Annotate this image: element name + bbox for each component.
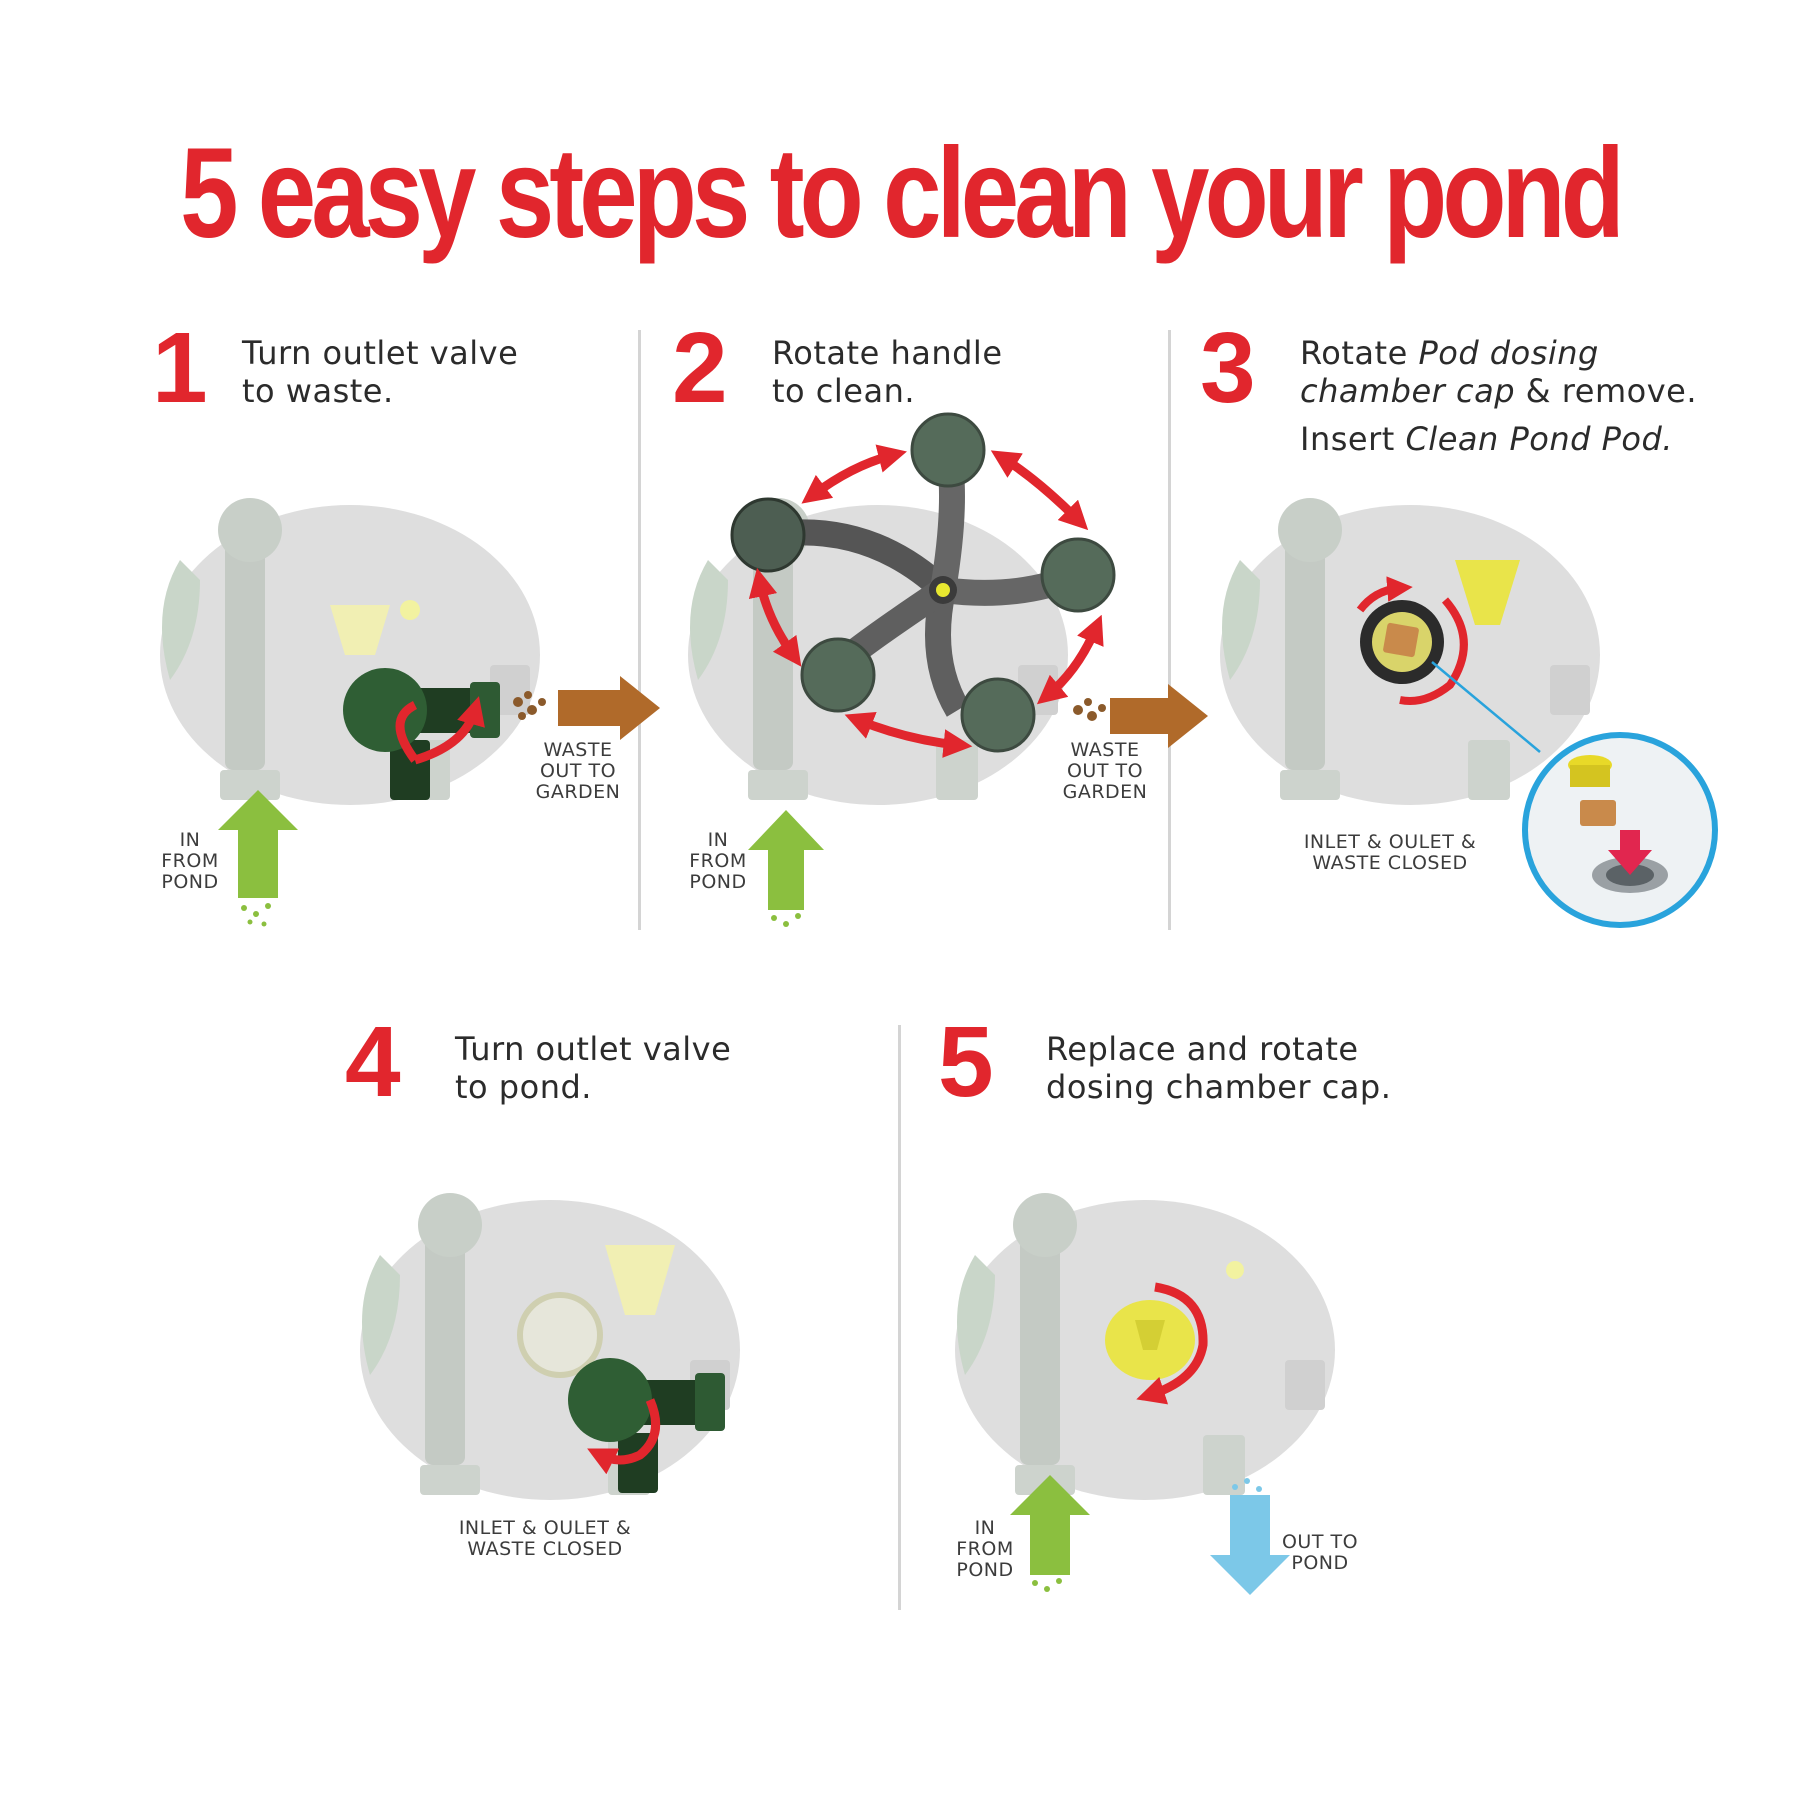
step-2-line-1: Rotate handle <box>772 334 1003 372</box>
step-1-number: 1 <box>152 312 208 424</box>
text-italic: Clean Pond Pod. <box>1405 420 1673 458</box>
divider-2-3 <box>1168 330 1171 930</box>
page-title: 5 easy steps to clean your pond <box>180 122 1625 265</box>
step-2-number: 2 <box>672 312 728 424</box>
inlet-arrow-icon <box>218 790 298 898</box>
inlet-water-drops-icon <box>771 913 801 927</box>
step-1-line-1: Turn outlet valve <box>242 334 519 372</box>
label-line: IN <box>707 829 729 851</box>
label-line: WASTE CLOSED <box>1312 852 1468 874</box>
step-5-line-2: dosing chamber cap. <box>1046 1068 1392 1106</box>
label-line: IN <box>179 829 201 851</box>
rotate-cap-arrow-icon <box>1399 597 1468 705</box>
label-line: POND <box>956 1559 1014 1581</box>
step-3-filter-illustration <box>1220 498 1718 928</box>
step-5-filter-illustration <box>955 1193 1335 1595</box>
step-4-number: 4 <box>345 1006 401 1118</box>
outlet-valve-icon <box>343 668 427 752</box>
step-5-inlet-label: IN FROM POND <box>945 1518 1025 1581</box>
waste-arrow-icon <box>1110 684 1208 748</box>
dosing-chamber-icon <box>517 1292 603 1378</box>
label-line: OUT TO <box>1281 1531 1359 1553</box>
step-3-instruction: Rotate Pod dosing chamber cap & remove. … <box>1300 334 1697 458</box>
step-1-filter-illustration <box>160 498 660 927</box>
step-1-instruction: Turn outlet valve to waste. <box>242 334 518 410</box>
step-2-filter-illustration <box>688 412 1208 927</box>
step-4-filter-illustration <box>360 1193 740 1500</box>
step-5-instruction: Replace and rotate dosing chamber cap. <box>1046 1030 1391 1106</box>
label-line: IN <box>974 1517 996 1539</box>
indicator-light-icon <box>400 600 420 620</box>
label-line: OUT TO <box>539 760 617 782</box>
step-4-instruction: Turn outlet valve to pond. <box>455 1030 731 1106</box>
waste-particles-icon <box>1073 698 1106 721</box>
step-4-line-2: to pond. <box>455 1068 592 1106</box>
text-plain: & remove. <box>1515 372 1697 410</box>
step-3-line-2: chamber cap & remove. <box>1300 372 1697 410</box>
turn-arrow-icon <box>413 696 485 765</box>
dosing-cap-icon <box>605 1245 675 1315</box>
text-italic: Pod dosing <box>1418 334 1599 372</box>
waste-arrow-icon <box>558 676 660 740</box>
text-italic: chamber cap <box>1300 372 1515 410</box>
step-2-inlet-label: IN FROM POND <box>678 830 758 893</box>
dosing-cap-icon <box>1455 560 1520 625</box>
text-plain: Rotate <box>1300 334 1419 372</box>
dosing-cap-icon <box>330 605 390 655</box>
step-3-closed-label: INLET & OULET & WASTE CLOSED <box>1290 832 1490 874</box>
label-line: INLET & OULET & <box>458 1517 632 1539</box>
step-3-line-1: Rotate Pod dosing <box>1300 334 1697 372</box>
outlet-water-drops-icon <box>1232 1478 1262 1492</box>
step-1-inlet-label: IN FROM POND <box>150 830 230 893</box>
divider-4-5 <box>898 1025 901 1610</box>
text-plain: Insert <box>1300 420 1406 458</box>
label-line: FROM <box>956 1538 1014 1560</box>
step-2-waste-label: WASTE OUT TO GARDEN <box>1055 740 1155 803</box>
turn-arrow-icon <box>587 1398 661 1475</box>
rotation-arrows-icon <box>748 444 1104 758</box>
indicator-light-icon <box>1226 1261 1244 1279</box>
step-4-line-1: Turn outlet valve <box>455 1030 732 1068</box>
clean-pond-pod-icon <box>1383 622 1419 658</box>
inlet-arrow-icon <box>1010 1475 1090 1575</box>
label-line: INLET & OULET & <box>1303 831 1477 853</box>
step-3-number: 3 <box>1200 312 1256 424</box>
inlet-water-drops-icon <box>1032 1578 1062 1592</box>
step-5-number: 5 <box>938 1006 994 1118</box>
label-line: FROM <box>689 850 747 872</box>
label-line: FROM <box>161 850 219 872</box>
label-line: GARDEN <box>535 781 621 803</box>
inlet-arrow-icon <box>748 810 824 910</box>
outlet-arrow-icon <box>1210 1495 1290 1595</box>
step-4-closed-label: INLET & OULET & WASTE CLOSED <box>445 1518 645 1560</box>
label-line: OUT TO <box>1066 760 1144 782</box>
label-line: GARDEN <box>1062 781 1148 803</box>
step-5-line-1: Replace and rotate <box>1046 1030 1359 1068</box>
label-line: POND <box>161 871 219 893</box>
label-line: POND <box>1291 1552 1349 1574</box>
waste-particles-icon <box>513 691 546 720</box>
step-3-line-3: Insert Clean Pond Pod. <box>1300 420 1697 458</box>
inlet-water-drops-icon <box>241 903 271 927</box>
step-2-line-2: to clean. <box>772 372 916 410</box>
step-2-instruction: Rotate handle to clean. <box>772 334 1003 410</box>
step-5-outlet-label: OUT TO POND <box>1270 1532 1370 1574</box>
label-line: WASTE CLOSED <box>467 1538 623 1560</box>
step-1-line-2: to waste. <box>242 372 394 410</box>
label-line: POND <box>689 871 747 893</box>
outlet-valve-icon <box>568 1358 652 1442</box>
pod-insert-callout-icon <box>1522 732 1718 928</box>
cleaning-handle-icon <box>730 412 1116 753</box>
rotate-cap-arrow-icon <box>1136 1282 1208 1405</box>
label-line: WASTE <box>543 739 613 761</box>
step-1-waste-label: WASTE OUT TO GARDEN <box>528 740 628 803</box>
divider-1-2 <box>638 330 641 930</box>
label-line: WASTE <box>1070 739 1140 761</box>
